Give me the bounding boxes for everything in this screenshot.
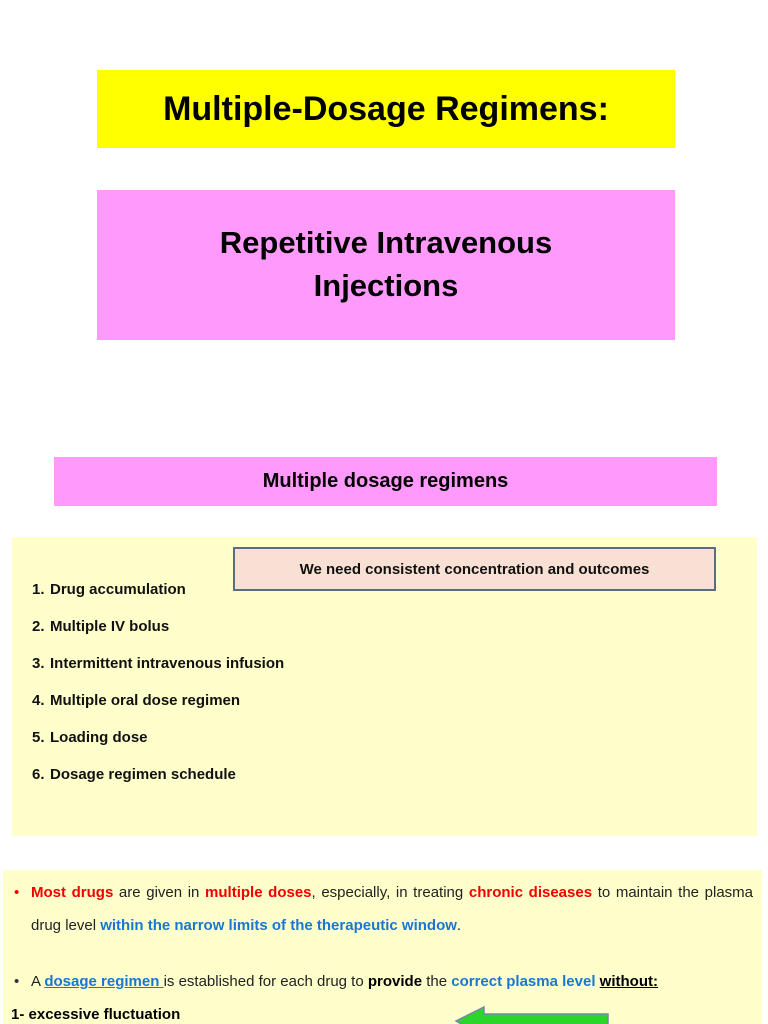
- section-banner-text: Multiple dosage regimens: [262, 470, 509, 492]
- list-item-label: Multiple oral dose regimen: [50, 692, 241, 709]
- subtitle-box: Repetitive Intravenous Injections: [97, 190, 675, 340]
- list-item: 4. Multiple oral dose regimen: [32, 692, 284, 709]
- text-segment: chronic diseases: [468, 884, 593, 901]
- list-item-number: 6.: [32, 766, 45, 783]
- list-item-label: Intermittent intravenous infusion: [50, 655, 285, 672]
- list-item: 2. Multiple IV bolus: [32, 618, 284, 635]
- text-segment: without:: [599, 973, 658, 990]
- list-item-label: Loading dose: [50, 729, 148, 746]
- bullet-icon: •: [14, 884, 20, 901]
- consistency-note-box: We need consistent concentration and out…: [233, 547, 716, 591]
- list-item-number: 2.: [32, 618, 45, 635]
- list-item-label: Multiple IV bolus: [50, 618, 170, 635]
- list-item-number: 3.: [32, 655, 45, 672]
- list-item: 5. Loading dose: [32, 729, 284, 746]
- text-segment: to maintain the plasma drug level: [31, 884, 753, 934]
- text-segment: within the narrow limits of the therapeu…: [100, 917, 457, 934]
- text-segment: the: [422, 973, 452, 990]
- list-item: 6. Dosage regimen schedule: [32, 766, 284, 783]
- main-title-text: Multiple-Dosage Regimens:: [163, 89, 609, 128]
- text-segment: A: [31, 973, 45, 990]
- green-left-arrow-icon: [452, 1005, 612, 1024]
- text-segment: .: [456, 917, 462, 934]
- section-banner: Multiple dosage regimens: [54, 457, 717, 506]
- list-item-number: 1.: [32, 581, 45, 598]
- list-item-label: Drug accumulation: [50, 581, 186, 598]
- consistency-note-text: We need consistent concentration and out…: [299, 560, 650, 578]
- text-segment: is established for each drug to: [163, 973, 368, 990]
- paragraph-dosage-regimen: • A dosage regimen is established for eac…: [14, 972, 753, 992]
- topics-list: 1.Drug accumulation 2.Multiple IV bolus …: [32, 581, 284, 803]
- text-segment: , especially, in treating: [311, 884, 469, 901]
- bullet-icon: •: [14, 973, 20, 990]
- text-segment: Most drugs: [31, 884, 114, 901]
- text-segment: are given in: [113, 884, 206, 901]
- list-item-number: 4.: [32, 692, 45, 709]
- list-item-number: 5.: [32, 729, 45, 746]
- topics-panel: We need consistent concentration and out…: [12, 537, 757, 836]
- text-segment: provide: [367, 973, 423, 990]
- list-item-label: Dosage regimen schedule: [50, 766, 236, 783]
- excessive-fluctuation-label: 1- excessive fluctuation: [11, 1006, 181, 1023]
- paragraph-most-drugs: • Most drugs are given in multiple doses,…: [14, 876, 753, 942]
- main-title-banner: Multiple-Dosage Regimens:: [97, 70, 675, 148]
- dosage-regimen-link[interactable]: dosage regimen: [44, 973, 164, 990]
- text-segment: multiple doses: [205, 884, 312, 901]
- body-text-panel: • Most drugs are given in multiple doses,…: [3, 870, 762, 1024]
- subtitle-text: Repetitive Intravenous Injections: [219, 225, 553, 303]
- list-item: 3. Intermittent intravenous infusion: [32, 655, 284, 672]
- text-segment: correct plasma level: [451, 973, 596, 990]
- list-item: 1. Drug accumulation: [32, 581, 284, 598]
